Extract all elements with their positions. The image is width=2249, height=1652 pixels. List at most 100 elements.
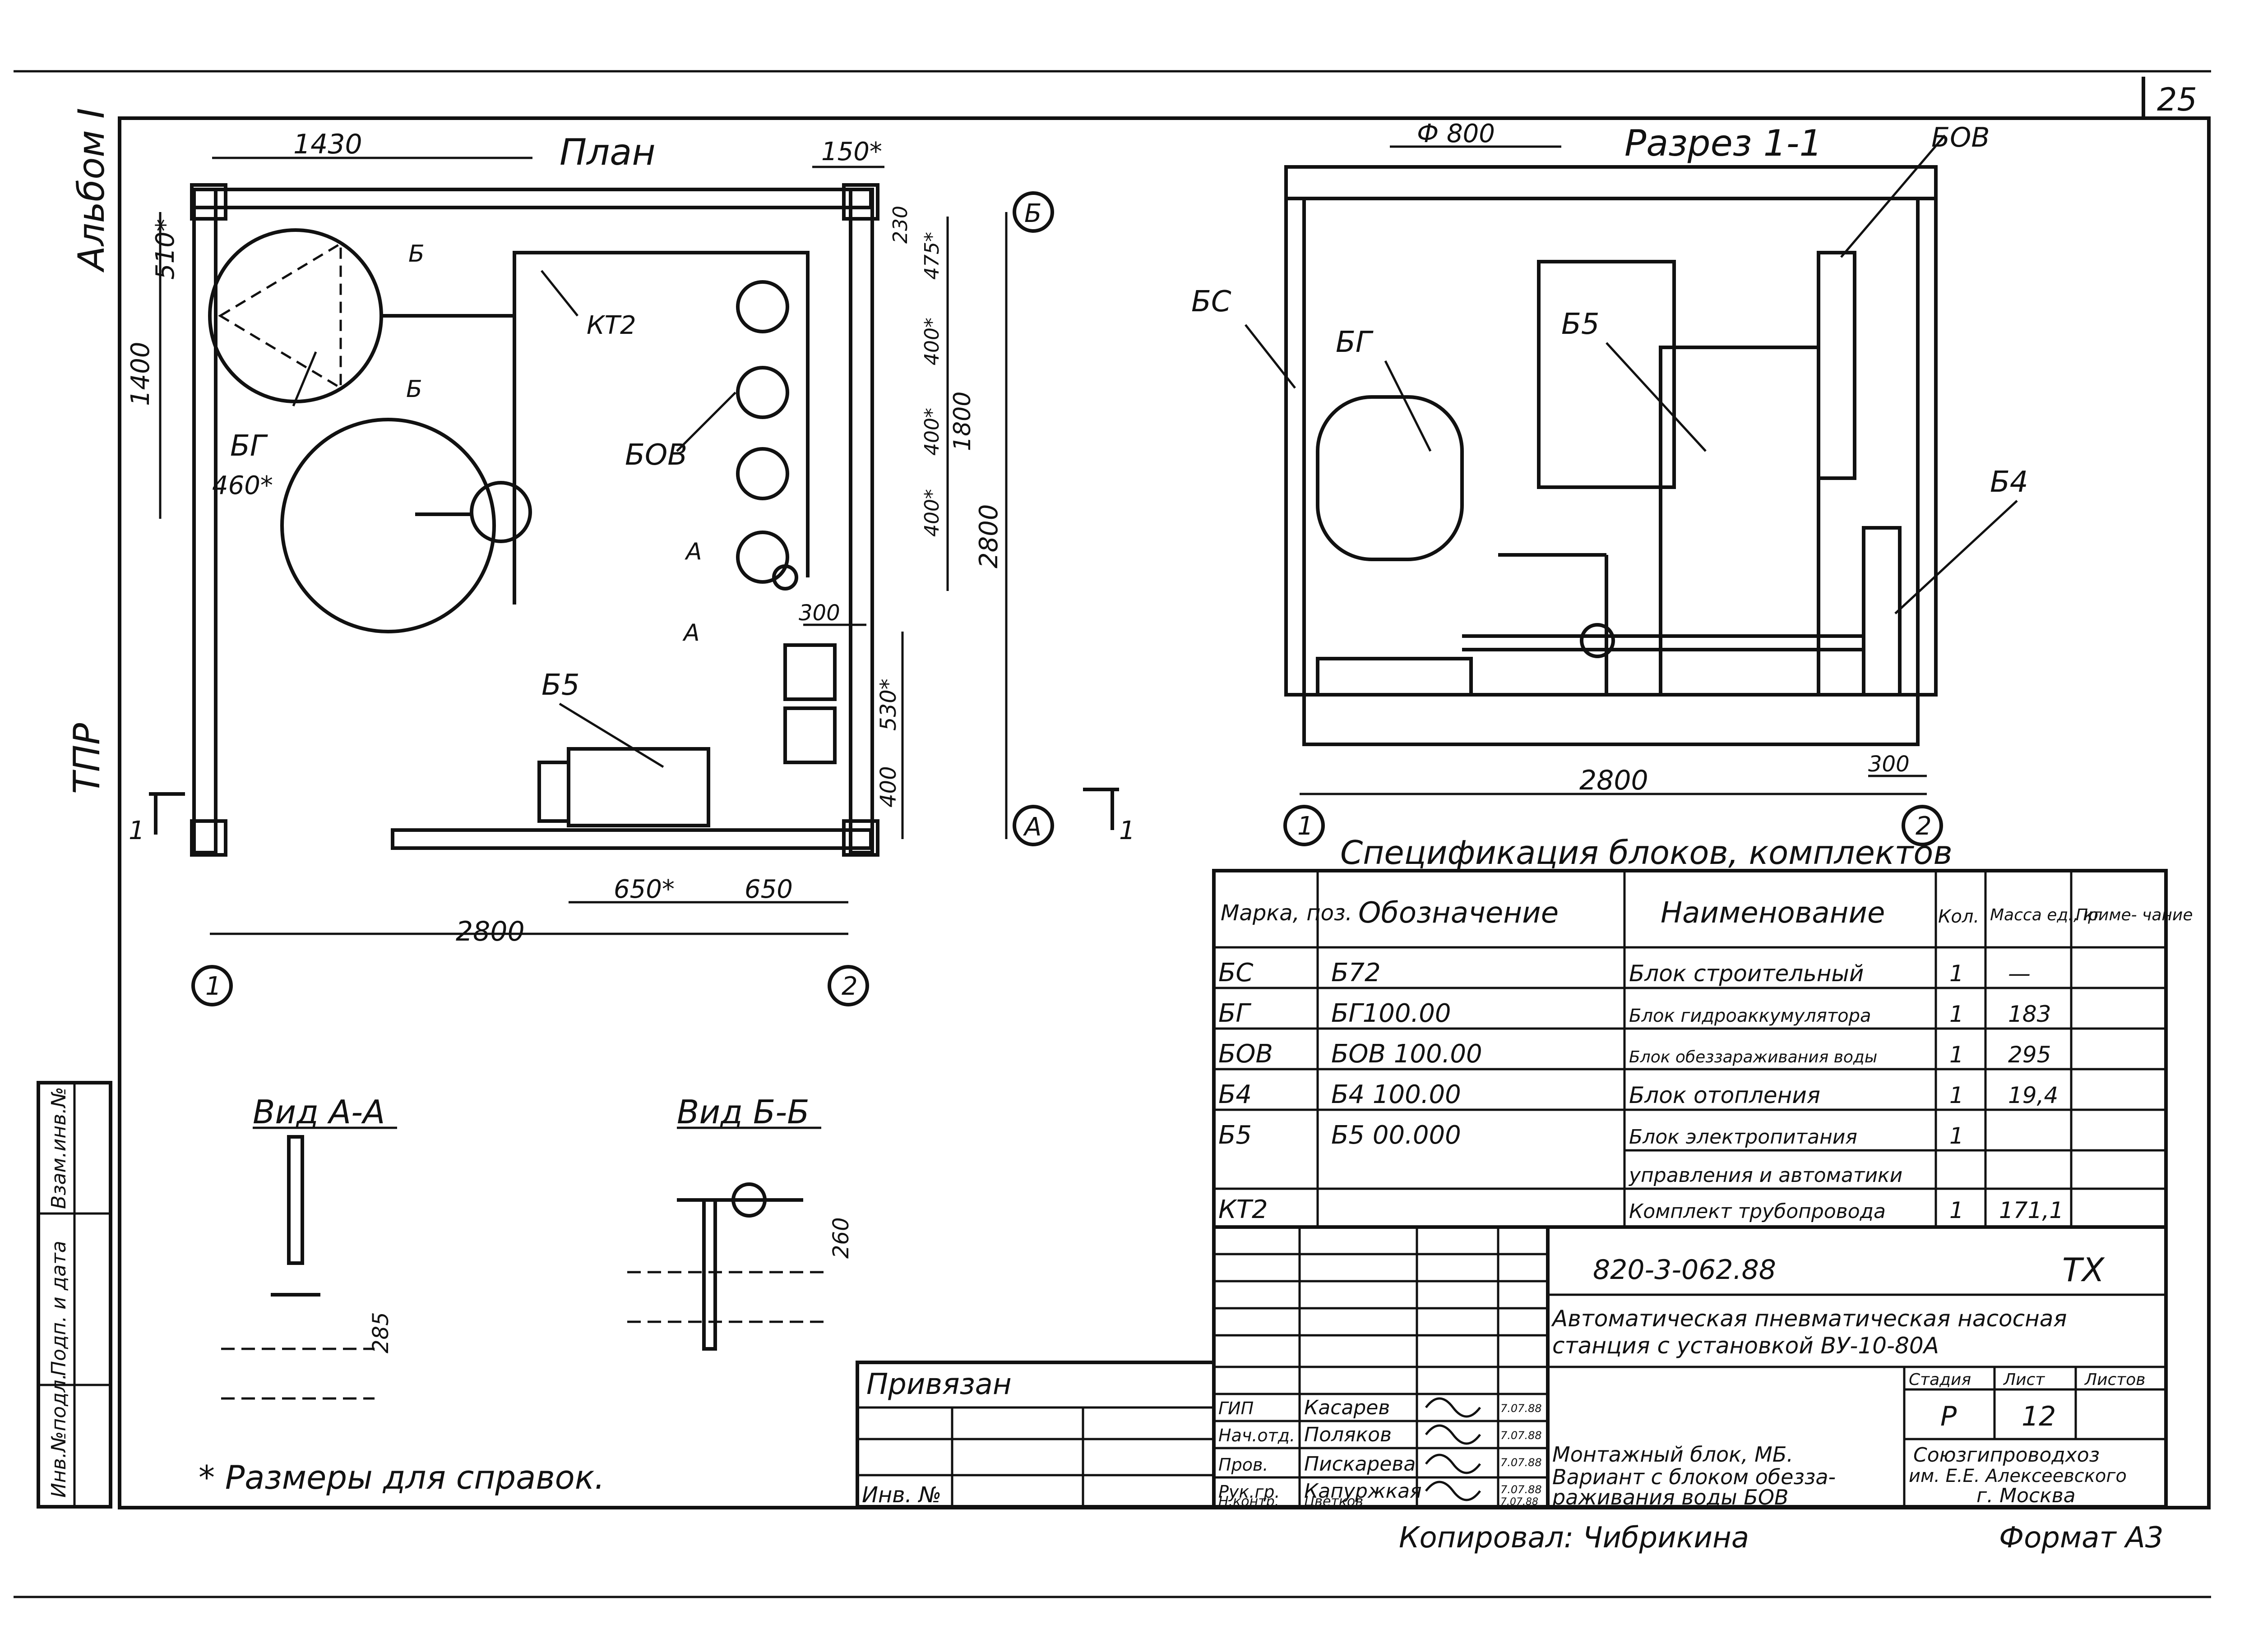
privyazan-label: Привязан (866, 1368, 1012, 1401)
section-mark-b-top: Б (408, 240, 425, 268)
svg-text:Обозначение: Обозначение (1358, 896, 1559, 930)
spec-row: БС Б72 Блок строительный 1 — (1214, 958, 2166, 989)
section-label-b5: Б5 (1561, 308, 1600, 341)
section-bov-unit (1817, 251, 1856, 480)
svg-text:БОВ: БОВ (1218, 1039, 1273, 1069)
stage-value: Р (1940, 1401, 1957, 1432)
signature-scribble (1425, 1397, 1481, 1418)
section-mark-a-bottom: А (682, 619, 700, 646)
spec-row: управления и автоматики (1214, 1164, 2166, 1190)
drawing-title-line1: Монтажный блок, МБ. (1552, 1442, 1793, 1467)
copied-by: Копировал: Чибрикина (1399, 1521, 1749, 1555)
svg-text:Б: Б (1024, 199, 1041, 228)
dim-1800: 1800 (949, 392, 976, 451)
svg-text:Наименование: Наименование (1661, 896, 1885, 930)
svg-text:1: 1 (1949, 1042, 1964, 1068)
section-base-frame (1302, 693, 1920, 746)
dim-650b: 650 (745, 875, 793, 904)
svg-text:1: 1 (205, 972, 222, 1001)
dim-230: 230 (889, 206, 912, 244)
section-label-bg: БГ (1336, 326, 1374, 359)
svg-text:Б72: Б72 (1331, 958, 1381, 988)
svg-text:Пров.: Пров. (1218, 1455, 1268, 1475)
sheet-format: Формат А3 (1999, 1521, 2164, 1555)
dim-260: 260 (828, 1217, 854, 1259)
corner-post (190, 183, 227, 221)
section-axis-2 (1902, 805, 1943, 846)
svg-text:Цветков: Цветков (1304, 1494, 1363, 1509)
dim-400c: 400* (921, 489, 944, 537)
svg-text:БОВ 100.00: БОВ 100.00 (1331, 1039, 1482, 1069)
svg-text:Поляков: Поляков (1304, 1423, 1392, 1446)
svg-text:управления и автоматики: управления и автоматики (1628, 1164, 1902, 1187)
section-label-bov: БОВ (1931, 122, 1990, 153)
svg-text:Кол.: Кол. (1938, 906, 1979, 927)
title-block: 820-3-062.88 ТХ Автоматическая пневматич… (1212, 1225, 2168, 1509)
doc-code: 820-3-062.88 (1593, 1254, 1776, 1286)
svg-text:Рук.гр.: Рук.гр. (1218, 1482, 1280, 1502)
section-wall-panel (1537, 260, 1676, 489)
org-line3: г. Москва (1976, 1484, 2076, 1507)
dim-2800-horizontal: 2800 (456, 916, 525, 947)
section-axis-1 (1283, 805, 1325, 846)
svg-text:Н.контр.: Н.контр. (1218, 1494, 1279, 1509)
svg-text:7.07.88: 7.07.88 (1500, 1402, 1542, 1415)
sheet-header: Лист (2003, 1371, 2045, 1389)
dim-650a: 650* (614, 875, 675, 904)
svg-text:1: 1 (1949, 1082, 1964, 1108)
view-b-title: Вид Б-Б (677, 1093, 810, 1131)
stage-header: Стадия (1909, 1371, 1971, 1389)
svg-text:Блок отопления: Блок отопления (1629, 1082, 1820, 1108)
axis-a-bubble (1013, 805, 1054, 846)
inv-no-label: Инв. № (862, 1482, 941, 1508)
svg-text:1: 1 (1949, 1197, 1964, 1223)
axis-b-bubble (1013, 191, 1054, 233)
svg-text:Капуржкая: Капуржкая (1304, 1480, 1422, 1503)
spec-row: Б4 Б4 100.00 Блок отопления 1 19,4 (1214, 1080, 2166, 1111)
svg-text:Б5 00.000: Б5 00.000 (1331, 1121, 1461, 1150)
svg-text:1: 1 (1297, 812, 1314, 841)
svg-text:А: А (1023, 812, 1041, 842)
drawing-title-line2: Вариант с блоком обезза- (1552, 1465, 1836, 1489)
dim-300-plan: 300 (799, 600, 840, 626)
dim-400d: 400 (876, 766, 901, 808)
stamp-podp: Подп. и дата (47, 1241, 70, 1376)
svg-text:БГ100.00: БГ100.00 (1331, 999, 1451, 1028)
detail-views: Вид А-А 285 Вид Б-Б 260 (221, 1093, 854, 1400)
dim-510: 510* (151, 219, 180, 280)
plan-panel (783, 643, 837, 701)
section-view: Разрез 1-1 Ф 800 2800 300 БС БГ (1191, 119, 2028, 846)
doc-type: ТХ (2062, 1251, 2105, 1289)
svg-text:Блок гидроаккумулятора: Блок гидроаккумулятора (1629, 1006, 1871, 1026)
svg-text:7.07.88: 7.07.88 (1500, 1496, 1538, 1508)
svg-text:295: 295 (2008, 1042, 2051, 1068)
sheets-header: Листов (2084, 1371, 2145, 1389)
section-heating-unit (1862, 526, 1902, 697)
section-hydro-tank (1316, 395, 1464, 561)
signature-rows: ГИП Нач.отд. Пров. Рук.гр. Н.контр. Каса… (1218, 1396, 1542, 1509)
plan-wall-top (192, 188, 873, 209)
section-b5-cabinet (1659, 346, 1820, 697)
spec-row: БОВ БОВ 100.00 Блок обеззараживания воды… (1214, 1039, 2166, 1071)
svg-text:Б4 100.00: Б4 100.00 (1331, 1080, 1461, 1109)
dim-460: 460* (212, 471, 273, 500)
section-dim-2800: 2800 (1579, 765, 1648, 796)
spec-row: КТ2 Комплект трубопровода 1 171,1 (1218, 1195, 2064, 1224)
svg-text:Марка, поз.: Марка, поз. (1221, 900, 1352, 926)
svg-text:Блок строительный: Блок строительный (1629, 960, 1864, 987)
dim-2800-vertical: 2800 (974, 504, 1004, 568)
dim-400b: 400* (921, 408, 944, 456)
dim-150: 150* (821, 137, 882, 166)
svg-text:БС: БС (1218, 958, 1254, 988)
drawing-title-line3: раживания воды БОВ (1552, 1485, 1789, 1509)
dim-285: 285 (368, 1312, 393, 1353)
svg-text:1: 1 (1949, 960, 1964, 987)
svg-text:Б5: Б5 (1218, 1121, 1252, 1150)
section-mark-b-bottom: Б (406, 376, 422, 403)
svg-text:7.07.88: 7.07.88 (1500, 1456, 1542, 1469)
section-label-bs: БС (1191, 285, 1231, 318)
svg-text:2: 2 (1916, 812, 1932, 841)
plan-pipeline-kt2 (381, 251, 810, 577)
svg-text:1: 1 (1949, 1001, 1964, 1027)
dim-530: 530* (876, 678, 901, 731)
